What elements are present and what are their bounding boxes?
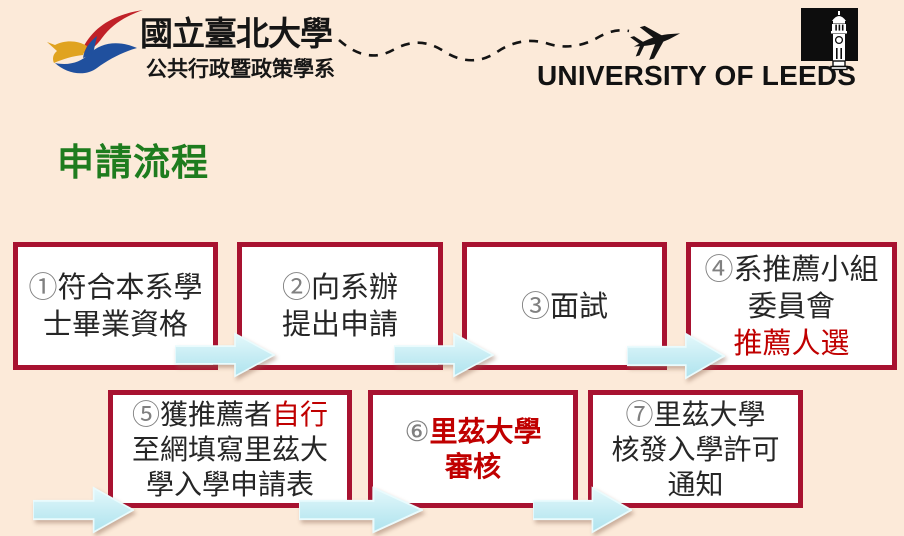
arrow-step1-to-step2-icon (175, 332, 275, 378)
ntpu-title: 國立臺北大學 (140, 14, 333, 53)
step-5-line-3: 學入學申請表 (146, 467, 314, 502)
step-4-line-3: 推薦人選 (733, 325, 849, 362)
step-2-line-1: ②向系辦 (282, 269, 398, 306)
step-3-line-1: ③面試 (521, 288, 608, 325)
step-text: 至網填寫里茲大 (131, 432, 328, 466)
step-6-line-2: 審核 (445, 449, 501, 484)
leeds-clock-tower-logo-icon (801, 8, 858, 71)
arrow-step5-to-step6-icon (299, 486, 423, 534)
step-number: ⑤ (131, 397, 160, 431)
ntpu-bird-logo-icon (47, 10, 143, 74)
arrow-into-step5-icon (33, 486, 134, 534)
flow-step-7: ⑦里茲大學 核發入學許可 通知 (588, 390, 803, 508)
step-text: 學入學申請表 (145, 467, 314, 501)
step-1-line-1: ①符合本系學 (28, 269, 202, 306)
arrow-step2-to-step3-icon (394, 332, 494, 378)
ntpu-subtitle: 公共行政暨政策學系 (146, 56, 335, 81)
step-text-highlight: 推薦人選 (733, 325, 850, 360)
step-7-line-1: ⑦里茲大學 (625, 397, 765, 432)
flow-step-4: ④系推薦小組 委員會 推薦人選 (686, 242, 897, 370)
step-2-line-2: 提出申請 (282, 306, 398, 343)
step-1-line-2: 士畢業資格 (43, 306, 188, 343)
step-4-line-2: 委員會 (748, 288, 835, 325)
flight-path (338, 25, 681, 62)
dashed-route-line (338, 28, 630, 62)
step-number: ② (281, 270, 311, 304)
step-text: 委員會 (747, 288, 835, 323)
step-text: 獲推薦者 (159, 397, 272, 431)
step-text: 里茲大學 (653, 397, 766, 431)
airplane-icon (630, 25, 681, 60)
step-number: ⑥ (404, 415, 430, 448)
step-5-line-2: 至網填寫里茲大 (132, 432, 328, 467)
step-text: 符合本系學 (57, 270, 203, 304)
step-text: 士畢業資格 (42, 307, 188, 341)
step-number: ⑦ (625, 397, 654, 431)
step-number: ① (28, 270, 58, 304)
step-number: ③ (520, 288, 550, 323)
step-number: ④ (704, 251, 734, 286)
step-text: 通知 (667, 467, 724, 501)
step-6-line-1: ⑥里茲大學 (404, 414, 541, 449)
ntpu-name-block: 國立臺北大學 公共行政暨政策學系 (140, 12, 335, 82)
step-text-highlight: 審核 (444, 450, 501, 483)
step-7-line-2: 核發入學許可 (611, 432, 779, 467)
step-7-line-3: 通知 (667, 467, 723, 502)
step-4-line-1: ④系推薦小組 (704, 251, 878, 288)
step-text-highlight: 自行 (272, 397, 329, 431)
step-text: 系推薦小組 (733, 251, 879, 286)
flow-step-6: ⑥里茲大學 審核 (368, 390, 578, 508)
step-text: 向系辦 (311, 270, 399, 304)
arrow-step6-to-step7-icon (533, 486, 632, 534)
page-title: 申請流程 (57, 140, 209, 184)
step-text: 提出申請 (281, 307, 398, 341)
leeds-wordmark: UNIVERSITY OF LEEDS (537, 60, 857, 91)
arrow-step3-to-step4-icon (627, 332, 725, 380)
step-text-highlight: 里茲大學 (429, 415, 542, 448)
step-text: 核發入學許可 (611, 432, 780, 466)
step-5-line-1: ⑤獲推薦者自行 (132, 397, 328, 432)
flow-step-5: ⑤獲推薦者自行 至網填寫里茲大 學入學申請表 (108, 390, 352, 508)
step-text: 面試 (550, 288, 609, 323)
